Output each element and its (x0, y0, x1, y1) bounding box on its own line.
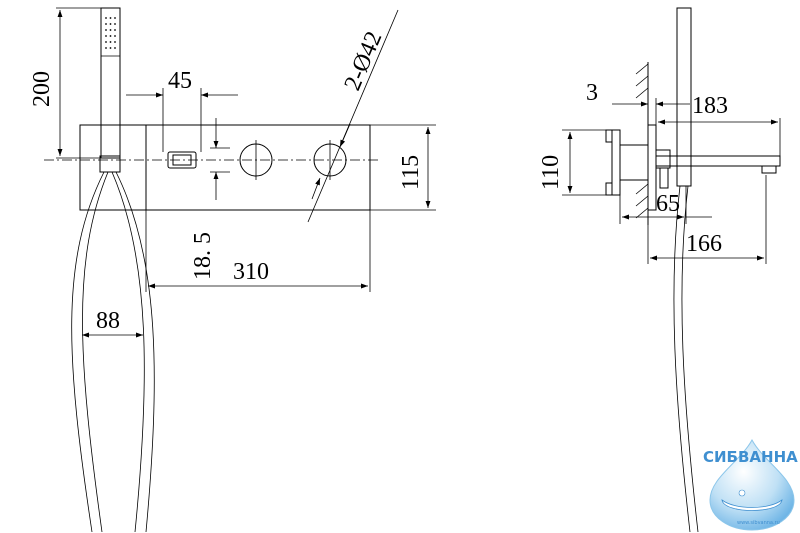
logo-face (738, 489, 746, 497)
valve-body (619, 144, 649, 181)
panel-outline (79, 124, 371, 211)
dim-88-label: 88 (96, 308, 120, 334)
front-view (44, 7, 380, 533)
dim-200: 200 (29, 7, 101, 159)
dim-65-label: 65 (656, 191, 680, 217)
panel-side (647, 124, 657, 211)
diverter-inner (172, 154, 192, 166)
logo-bathtub (721, 499, 783, 511)
logo-name: СИБВАННА (703, 448, 798, 466)
dim-45-label: 45 (168, 68, 192, 94)
dim-diameter-label: 2-Ø42 (340, 28, 388, 95)
wall-hatching (635, 63, 649, 219)
logo-url: www.sibvanna.ru (737, 520, 780, 526)
plate-top-tab (605, 129, 613, 143)
dim-3-label: 3 (586, 80, 598, 106)
dim-110-label: 110 (538, 155, 564, 190)
dim-45: 45 (126, 68, 238, 152)
spout (655, 155, 781, 167)
dim-115: 115 (370, 124, 436, 211)
dim-115-label: 115 (398, 155, 424, 190)
hose-line-right-a (111, 171, 145, 533)
spout-tip (761, 165, 777, 174)
hand-shower-outline (100, 7, 121, 159)
mounting-plate (611, 129, 621, 196)
dim-65: 65 (619, 186, 712, 224)
dim-3: 3 (586, 80, 690, 125)
hose-side-b (681, 185, 699, 533)
dim-166-label: 166 (686, 231, 722, 257)
diverter-outer (167, 151, 197, 169)
dim-200-label: 200 (29, 71, 55, 107)
hose-line-left-a (71, 171, 105, 533)
shower-holder (99, 155, 121, 173)
dim-18-5: 18. 5 (190, 118, 230, 280)
dim-183: 183 (658, 93, 781, 156)
hose-side-a (673, 185, 691, 533)
stem-side (659, 167, 669, 189)
hose-line-right-b (115, 171, 155, 533)
shower-nozzles (105, 17, 116, 49)
dim-166: 166 (647, 175, 767, 264)
dim-18-5-label: 18. 5 (190, 232, 216, 280)
plate-bottom-tab (605, 182, 613, 196)
dim-88: 88 (82, 308, 143, 338)
dim-183-label: 183 (692, 93, 728, 119)
sibvanna-logo: СИБВАННА www.sibvanna.ru (703, 438, 798, 531)
dim-310: 310 (145, 210, 371, 292)
dim-310-label: 310 (233, 259, 269, 285)
hose-line-left-b (82, 171, 109, 533)
hand-shower-side (676, 7, 692, 187)
dim-diameter: 2-Ø42 (307, 9, 399, 223)
dim-110: 110 (538, 129, 606, 196)
knob-side (655, 149, 671, 169)
